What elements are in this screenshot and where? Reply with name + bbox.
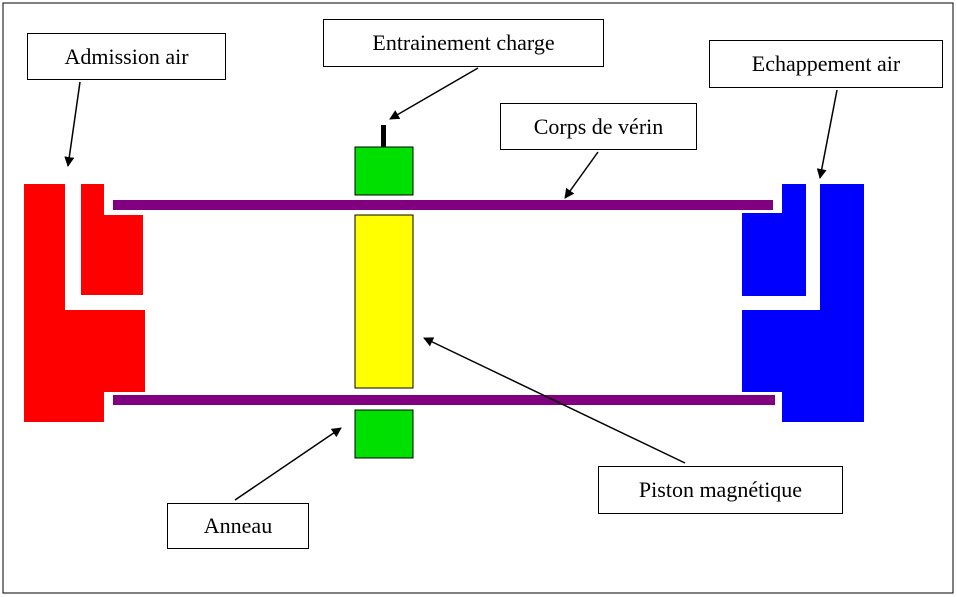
tube-wall-top	[113, 200, 773, 210]
arrow-admission	[64, 81, 81, 167]
arrow-corps	[564, 151, 599, 199]
arrow-piston	[423, 337, 686, 464]
tube-wall-bottom	[113, 395, 775, 405]
ring-top	[354, 146, 414, 196]
arrow-entrainement	[389, 67, 479, 120]
arrow-echappement	[816, 89, 838, 179]
label-corps-de-verin: Corps de vérin	[500, 103, 697, 150]
label-echappement-air: Echappement air	[709, 40, 943, 88]
echappement-end-cap	[742, 184, 864, 422]
label-anneau: Anneau	[167, 503, 309, 549]
magnetic-piston	[354, 214, 414, 389]
admission-end-cap	[24, 184, 145, 422]
load-rod	[381, 125, 386, 147]
label-entrainement-charge: Entrainement charge	[323, 19, 604, 67]
label-admission-air: Admission air	[27, 33, 226, 80]
arrow-anneau	[234, 427, 342, 501]
ring-bottom	[354, 409, 414, 459]
label-piston-magnetique: Piston magnétique	[598, 466, 843, 514]
